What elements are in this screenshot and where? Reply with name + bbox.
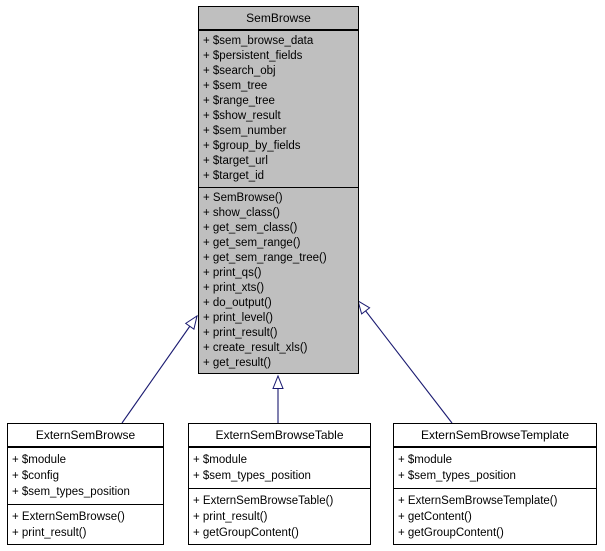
method-row: + getGroupContent() xyxy=(398,527,504,539)
method-row: + SemBrowse() xyxy=(203,192,283,204)
attribute-row: + $module xyxy=(193,454,248,466)
attribute-row: + $module xyxy=(398,454,453,466)
method-row: + create_result_xls() xyxy=(203,342,308,354)
method-row: + print_qs() xyxy=(203,267,262,279)
inheritance-arrow-extern-sem-browse-template xyxy=(357,299,453,424)
method-row: + do_output() xyxy=(203,297,272,309)
method-row: + get_sem_range_tree() xyxy=(203,252,327,264)
inheritance-arrow-extern-sem-browse xyxy=(121,314,198,424)
attribute-row: + $sem_types_position xyxy=(398,470,516,482)
attribute-list: + $module + $sem_types_position xyxy=(394,448,596,489)
attribute-row: + $sem_browse_data xyxy=(203,35,314,47)
attribute-row: + $target_id xyxy=(203,170,265,182)
class-name: ExternSemBrowseTemplate xyxy=(394,424,596,448)
attribute-row: + $sem_types_position xyxy=(193,470,311,482)
class-name: ExternSemBrowse xyxy=(8,424,163,448)
attribute-row: + $range_tree xyxy=(203,95,275,107)
method-row: + print_level() xyxy=(203,312,273,324)
method-row: + getGroupContent() xyxy=(193,527,299,539)
attribute-row: + $config xyxy=(12,470,59,482)
attribute-row: + $sem_number xyxy=(203,125,287,137)
method-row: + ExternSemBrowse() xyxy=(12,511,125,523)
method-list: + ExternSemBrowse() + print_result() xyxy=(8,505,163,544)
class-box-extern-sem-browse[interactable]: ExternSemBrowse + $module + $config + $sem… xyxy=(7,423,164,545)
attribute-list: + $module + $sem_types_position xyxy=(189,448,370,489)
attribute-list: + $module + $config + $sem_types_position xyxy=(8,448,163,505)
class-name: ExternSemBrowseTable xyxy=(189,424,370,448)
attribute-row: + $search_obj xyxy=(203,65,276,77)
method-row: + ExternSemBrowseTable() xyxy=(193,495,334,507)
attribute-row: + $sem_tree xyxy=(203,80,268,92)
method-row: + print_result() xyxy=(193,511,268,523)
attribute-row: + $show_result xyxy=(203,110,281,122)
class-box-sembrowse[interactable]: SemBrowse + $sem_browse_data + $persisten… xyxy=(198,6,359,374)
method-list: + ExternSemBrowseTable() + print_result()… xyxy=(189,489,370,544)
method-list: + SemBrowse() + show_class() + get_sem_cla… xyxy=(199,188,358,373)
method-list: + ExternSemBrowseTemplate() + getContent(… xyxy=(394,489,596,544)
method-row: + get_sem_range() xyxy=(203,237,301,249)
attribute-row: + $target_url xyxy=(203,155,268,167)
attribute-row: + $module xyxy=(12,454,67,466)
attribute-list: + $sem_browse_data + $persistent_fields + … xyxy=(199,31,358,188)
method-row: + show_class() xyxy=(203,207,281,219)
class-box-extern-sem-browse-table[interactable]: ExternSemBrowseTable + $module + $sem_typ… xyxy=(188,423,371,545)
method-row: + print_xts() xyxy=(203,282,265,294)
method-row: + print_result() xyxy=(12,527,87,539)
method-row: + ExternSemBrowseTemplate() xyxy=(398,495,558,507)
class-box-extern-sem-browse-template[interactable]: ExternSemBrowseTemplate + $module + $sem_… xyxy=(393,423,597,545)
method-row: + getContent() xyxy=(398,511,472,523)
attribute-row: + $persistent_fields xyxy=(203,50,303,62)
method-row: + get_result() xyxy=(203,357,272,369)
attribute-row: + $group_by_fields xyxy=(203,140,301,152)
method-row: + get_sem_class() xyxy=(203,222,298,234)
attribute-row: + $sem_types_position xyxy=(12,486,130,498)
class-name: SemBrowse xyxy=(199,7,358,31)
method-row: + print_result() xyxy=(203,327,278,339)
